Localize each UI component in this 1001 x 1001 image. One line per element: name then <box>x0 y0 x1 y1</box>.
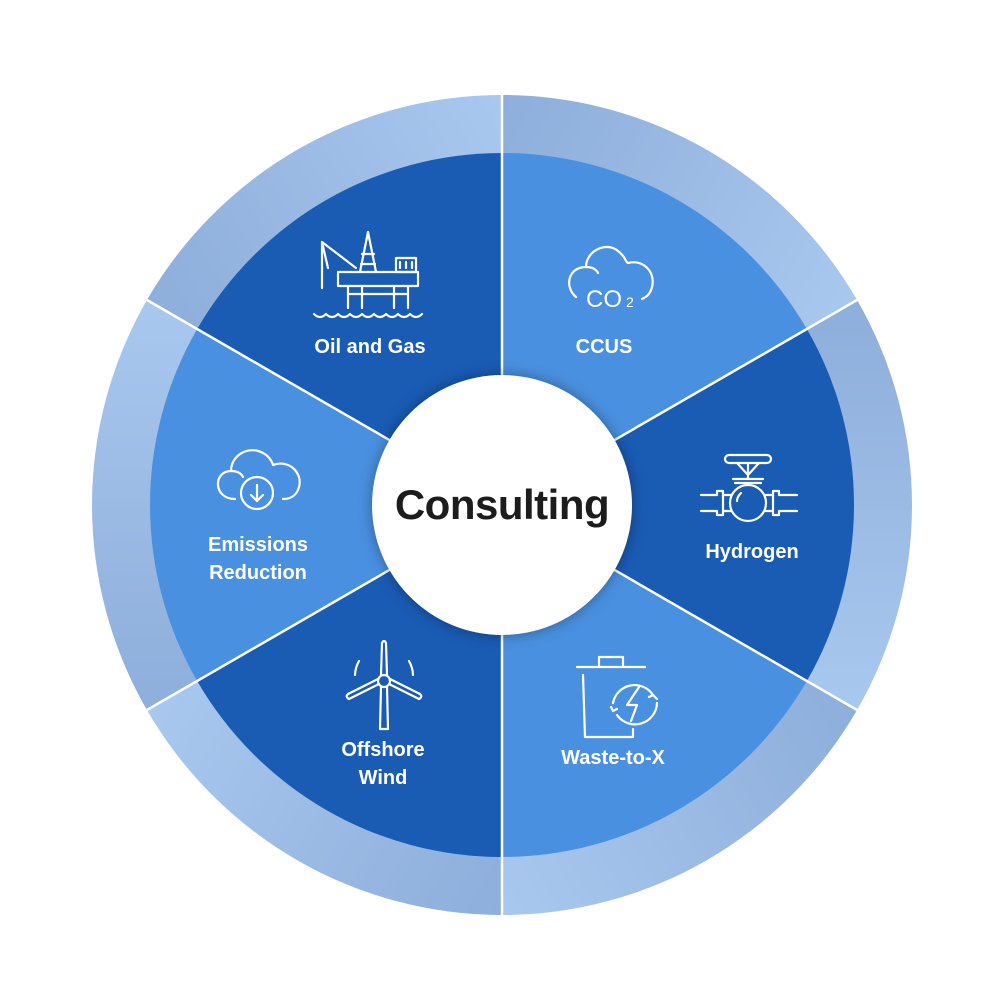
segment-emissions-reduction <box>150 329 502 681</box>
center-circle: Consulting <box>372 375 632 635</box>
co2-cloud-icon: CO 2 <box>566 241 658 311</box>
segment-hydrogen <box>502 329 854 681</box>
segment-label-hydrogen: Hydrogen <box>705 541 799 563</box>
segment-label-waste-to-x: Waste-to-X <box>561 747 665 769</box>
wind-turbine-icon <box>339 639 429 733</box>
label-line: Reduction <box>209 562 307 584</box>
label-line: Emissions <box>207 534 309 556</box>
co2-subscript: 2 <box>626 294 634 310</box>
waste-energy-bin-icon <box>573 653 667 743</box>
co2-text: CO <box>586 286 622 311</box>
segment-label-offshore-wind: Offshore Wind <box>341 736 424 792</box>
oil-rig-icon <box>312 228 428 324</box>
label-line: Offshore <box>341 739 425 761</box>
center-title: Consulting <box>394 481 610 528</box>
segment-label-ccus: CCUS <box>575 336 633 358</box>
pipe-valve-icon <box>699 453 799 525</box>
segment-label-oil-and-gas: Oil and Gas <box>314 336 426 358</box>
cloud-download-icon <box>213 443 303 517</box>
segment-label-emissions-reduction: Emissions Reduction <box>208 531 308 587</box>
label-line: Wind <box>358 767 408 789</box>
